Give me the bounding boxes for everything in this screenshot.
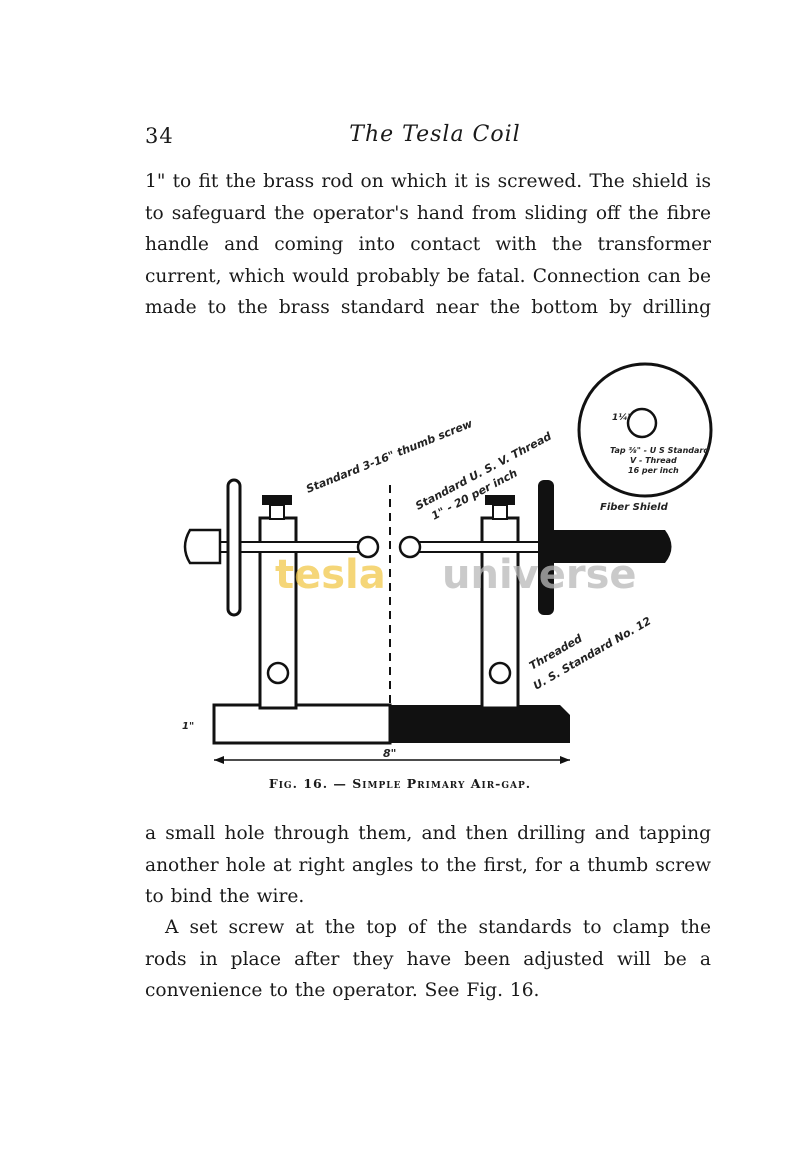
figure-caption: Fig. 16. — Simple Primary Air-gap.: [268, 776, 532, 791]
watermark-tesla: tesla: [275, 552, 386, 598]
thumb-screw-left: [262, 495, 292, 505]
standard-right-hole: [488, 661, 512, 685]
tap-label-1: Tap ⅜" - U S Standard: [610, 446, 709, 455]
base-left: [212, 703, 392, 745]
standard-left-hole: [266, 661, 290, 685]
tap-label-3: 16 per inch: [628, 466, 679, 475]
gap-ball-left: [356, 535, 380, 559]
base-right: [390, 705, 570, 743]
air-gap-diagram: 8" 1" 1¼" Tap ⅜" - U S Standard V - Thre…: [182, 362, 713, 764]
thumb-screw-right: [485, 495, 515, 505]
fibre-shield-right: [538, 480, 554, 615]
figure-simple-primary-air-gap: 8" 1" 1¼" Tap ⅜" - U S Standard V - Thre…: [180, 355, 720, 775]
paragraph-1: 1" to fit the brass rod on which it is s…: [145, 171, 711, 318]
shield-left: [226, 478, 242, 617]
tap-label-2: V - Thread: [630, 456, 677, 465]
handle-left: [183, 528, 222, 565]
gap-ball-right: [398, 535, 422, 559]
paragraph-2: a small hole through them, and then dril…: [145, 823, 711, 907]
fibre-handle-right: [552, 530, 672, 563]
page-number: 34: [145, 124, 174, 148]
running-head: The Tesla Coil: [349, 122, 521, 147]
fiber-shield-label: Fiber Shield: [600, 502, 669, 513]
paragraph-3: A set screw at the top of the standards …: [145, 917, 711, 1001]
watermark-universe: universe: [442, 552, 637, 598]
shield-dim-label: 1¼": [612, 412, 632, 423]
height-label: 1": [182, 721, 194, 732]
length-label: 8": [383, 747, 396, 760]
